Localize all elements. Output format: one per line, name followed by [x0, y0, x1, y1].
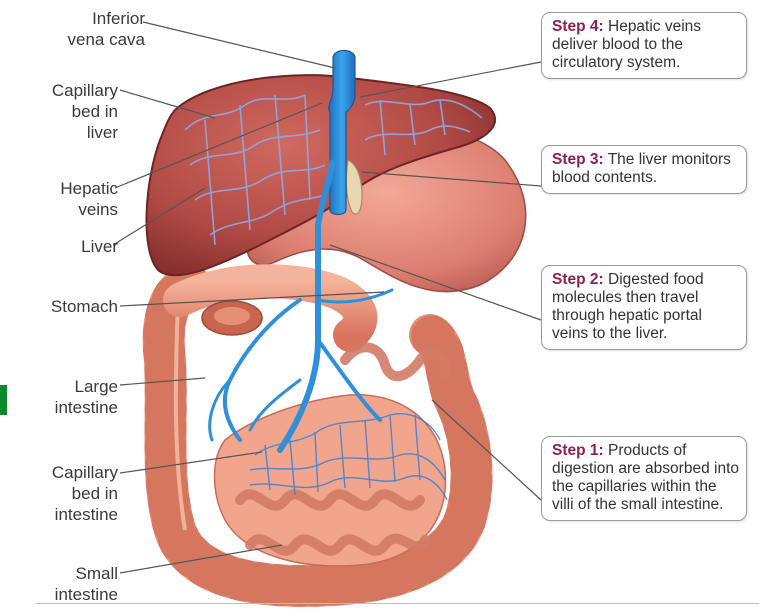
step-3-title: Step 3: [552, 151, 604, 168]
label-capillary-bed-intestine: Capillary bed in intestine [52, 462, 118, 525]
step-1-title: Step 1: [552, 442, 604, 459]
step-2-callout: Step 2: Digested food molecules then tra… [541, 265, 747, 350]
step-2-title: Step 2: [552, 271, 604, 288]
step-4-title: Step 4: [552, 18, 604, 35]
step-3-callout: Step 3: The liver monitors blood content… [541, 145, 747, 194]
label-stomach: Stomach [51, 296, 118, 317]
label-small-intestine: Small intestine [55, 563, 118, 605]
label-large-intestine: Large intestine [55, 376, 118, 418]
label-liver: Liver [81, 236, 118, 257]
green-edge-marker [0, 385, 7, 415]
label-inferior-vena-cava: Inferior vena cava [68, 8, 146, 50]
step-4-callout: Step 4: Hepatic veins deliver blood to t… [541, 12, 747, 79]
label-hepatic-veins: Hepatic veins [60, 178, 118, 220]
label-capillary-bed-liver: Capillary bed in liver [52, 80, 118, 143]
step-1-callout: Step 1: Products of digestion are absorb… [541, 436, 747, 521]
bottom-divider [36, 603, 759, 604]
